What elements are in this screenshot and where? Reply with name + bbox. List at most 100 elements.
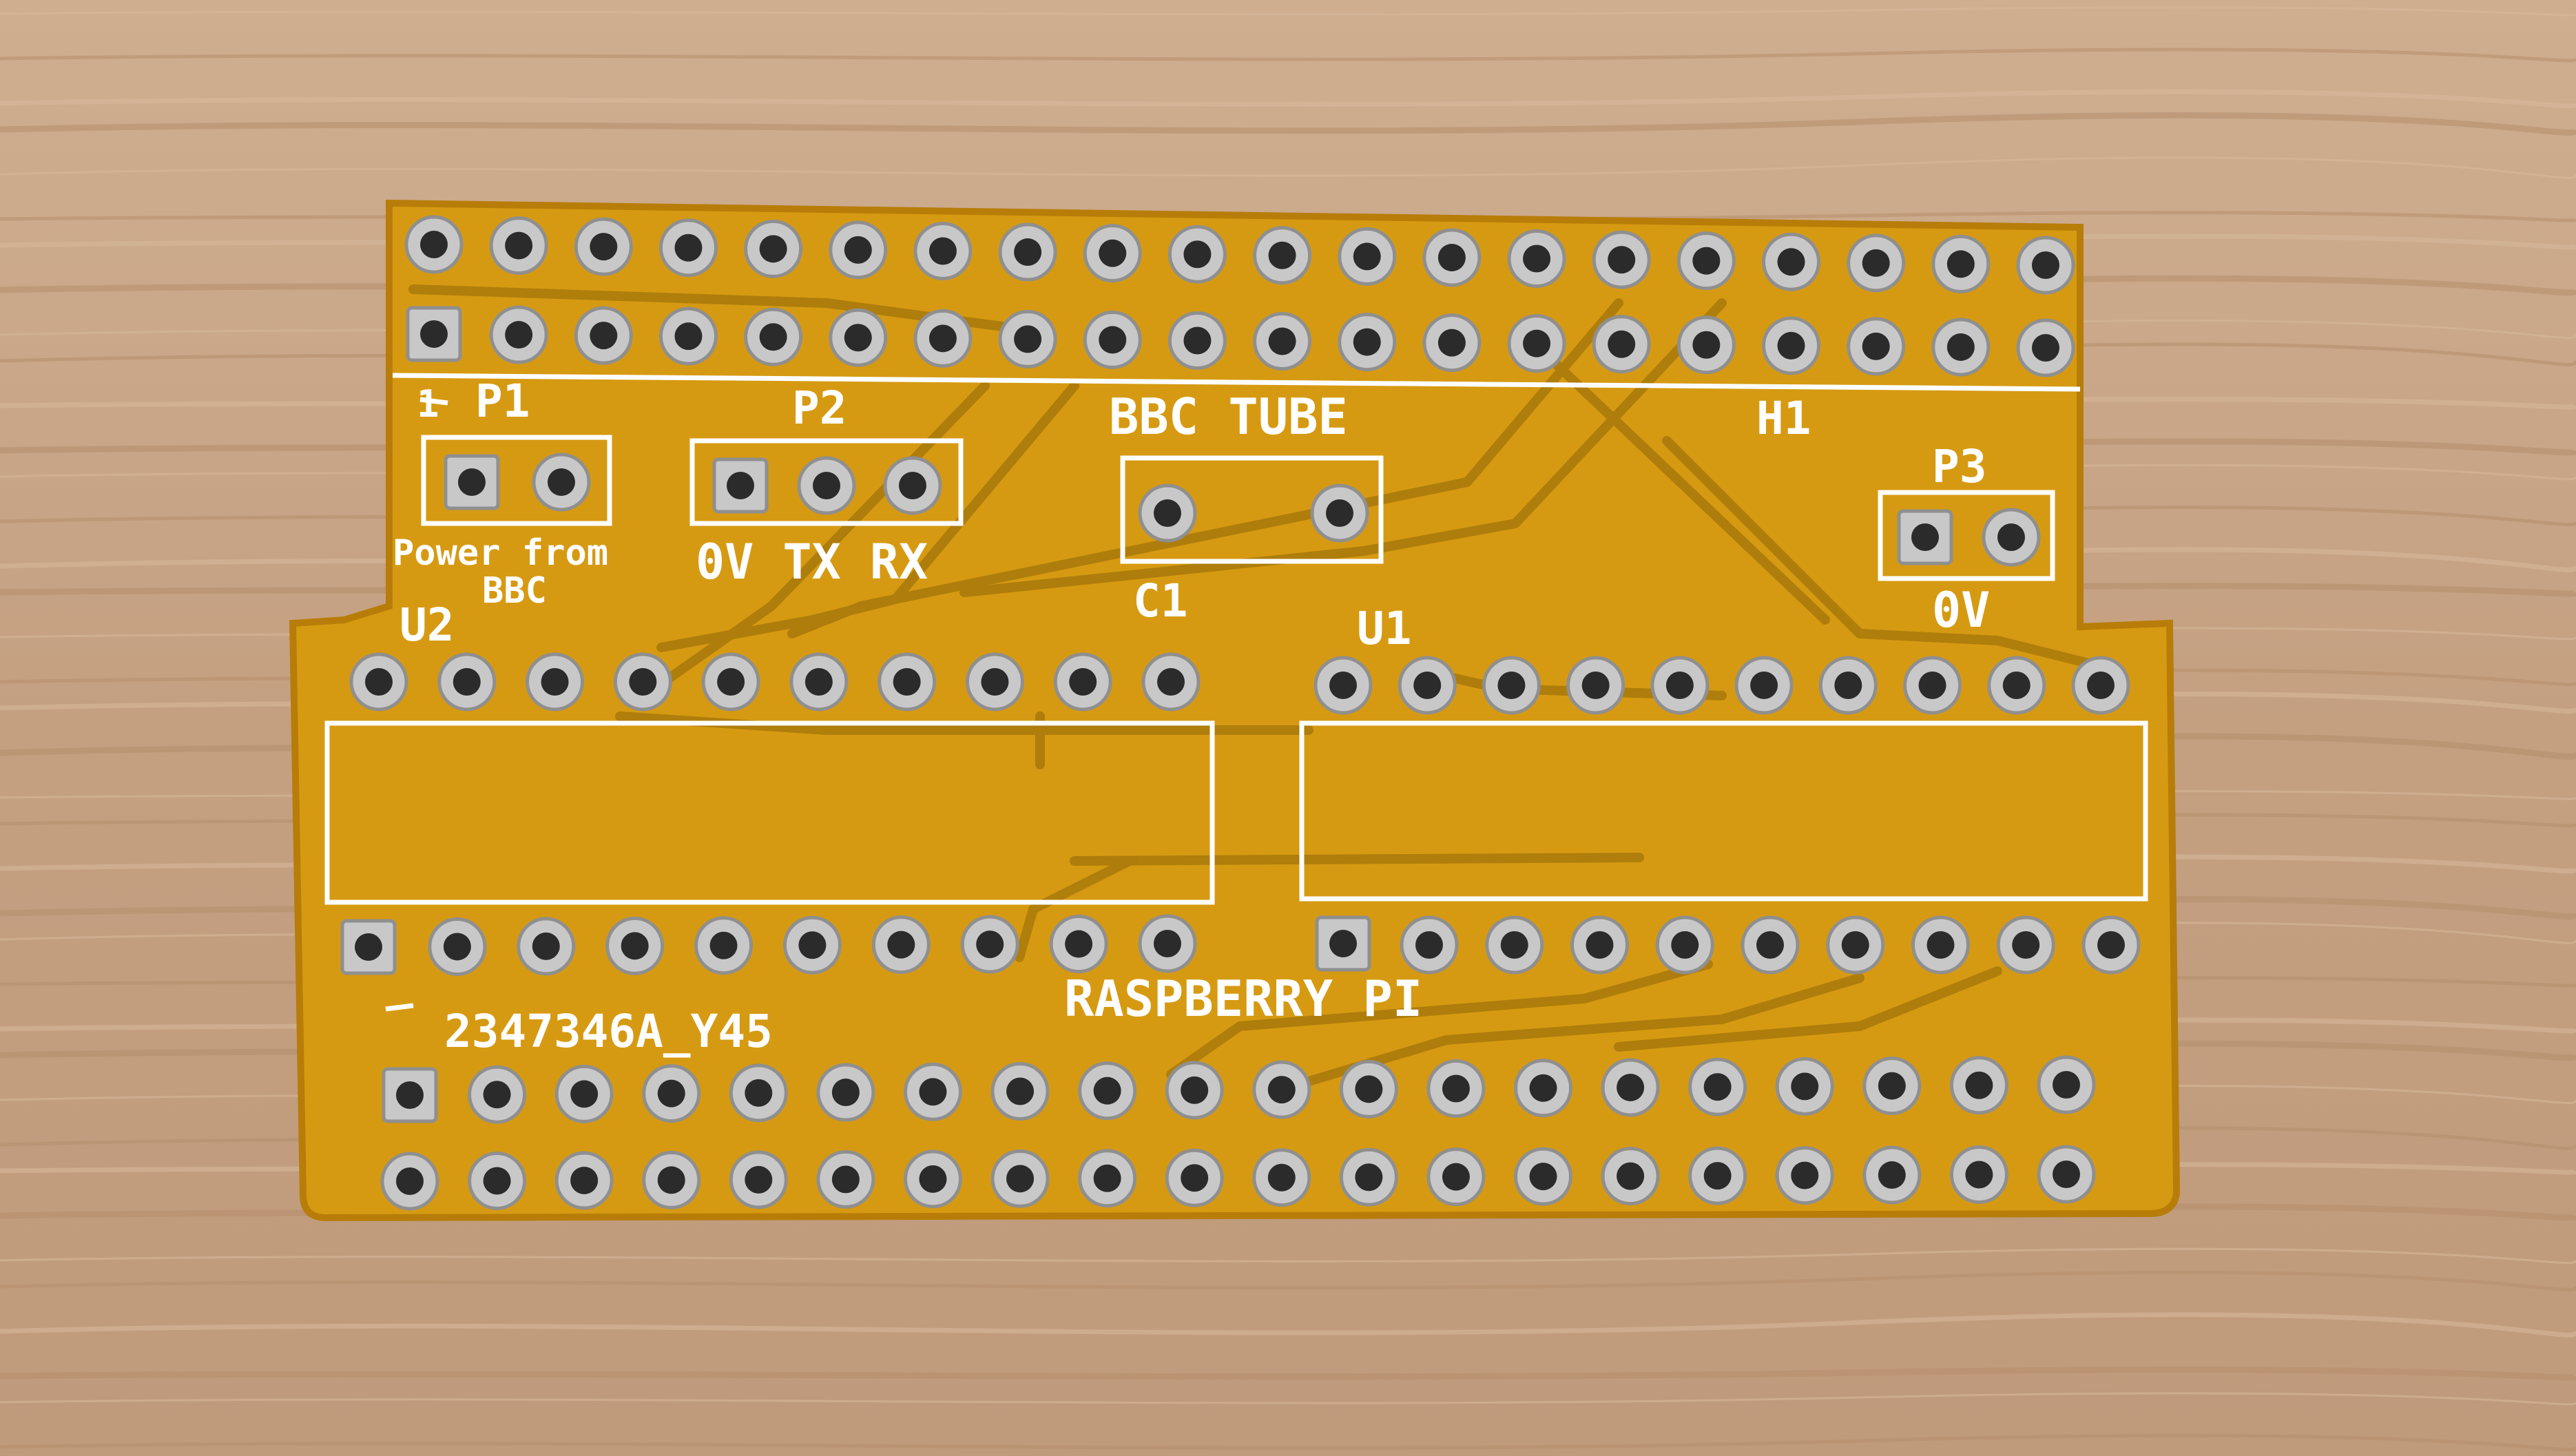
- drill-hole: [1756, 931, 1784, 959]
- drill-hole: [483, 1081, 511, 1109]
- silkscreen-outlines: [324, 373, 2148, 1012]
- drill-hole: [1965, 1161, 1993, 1189]
- drill-hole: [590, 322, 618, 350]
- drill-hole: [1181, 1164, 1209, 1192]
- drill-hole: [443, 933, 471, 961]
- drill-hole: [709, 931, 738, 959]
- drill-hole: [1093, 1077, 1121, 1105]
- drill-hole: [831, 1165, 860, 1194]
- drill-hole: [1329, 930, 1357, 957]
- drill-hole: [887, 930, 915, 959]
- drill-hole: [2032, 334, 2059, 362]
- drill-hole: [2002, 672, 2030, 699]
- drill-hole: [1268, 241, 1296, 269]
- wood-grain-line: [0, 1392, 2576, 1406]
- label-power-from: Power from: [393, 532, 608, 574]
- drill-hole: [831, 1079, 860, 1107]
- label-raspberry-pi: RASPBERRY PI: [1064, 970, 1422, 1028]
- drill-hole: [1065, 930, 1093, 958]
- drill-hole: [420, 320, 448, 348]
- drill-hole: [1529, 1074, 1557, 1102]
- drill-hole: [1442, 1074, 1470, 1103]
- drill-hole: [458, 468, 486, 496]
- drill-hole: [1353, 328, 1381, 356]
- wood-grain-line: [0, 48, 2576, 63]
- drill-hole: [1777, 331, 1805, 360]
- wood-grain-line: [0, 1312, 2576, 1338]
- drill-hole: [1671, 931, 1699, 959]
- drill-hole: [928, 237, 957, 265]
- label-u2: U2: [399, 599, 454, 652]
- label-p2-pins: 0V TX RX: [696, 534, 928, 590]
- drill-hole: [1183, 326, 1212, 355]
- drill-hole: [1442, 1163, 1470, 1191]
- label-p3: P3: [1932, 440, 1986, 493]
- drill-hole: [1523, 245, 1551, 273]
- drill-hole: [1665, 672, 1694, 699]
- drill-hole: [1353, 242, 1381, 271]
- drill-hole: [1523, 329, 1551, 357]
- drill-hole: [2053, 1071, 2080, 1099]
- drill-hole: [1006, 1077, 1035, 1105]
- drill-hole: [1692, 247, 1721, 275]
- drill-hole: [1326, 499, 1353, 527]
- drill-hole: [1965, 1071, 1993, 1099]
- wood-grain-line: [0, 1247, 2576, 1265]
- drill-hole: [1750, 672, 1778, 699]
- label-p1: P1: [475, 375, 530, 428]
- drill-hole: [629, 668, 657, 696]
- label-h1: H1: [1756, 392, 1811, 445]
- drill-hole: [745, 1079, 773, 1107]
- drill-hole: [1777, 248, 1805, 276]
- label-bbc: BBC: [482, 570, 547, 612]
- drill-hole: [396, 1167, 424, 1195]
- drill-hole: [981, 668, 1009, 696]
- drill-hole: [1834, 672, 1862, 699]
- drill-hole: [355, 933, 382, 961]
- drill-hole: [1703, 1073, 1732, 1101]
- solder-pads: [340, 215, 2141, 1211]
- drill-hole: [570, 1080, 599, 1108]
- drill-hole: [1157, 668, 1185, 696]
- drill-hole: [541, 668, 569, 696]
- drill-hole: [1437, 243, 1466, 271]
- drill-hole: [1926, 931, 1955, 959]
- drill-hole: [1911, 523, 1939, 551]
- drill-hole: [1093, 1164, 1121, 1192]
- drill-hole: [1181, 1076, 1209, 1104]
- wood-grain-line: [0, 112, 2576, 136]
- drill-hole: [813, 472, 840, 499]
- label-u1: U1: [1357, 602, 1411, 655]
- wood-grain-line: [0, 1366, 2576, 1381]
- drill-hole: [570, 1166, 599, 1194]
- label-p3-0v: 0V: [1932, 582, 1990, 638]
- drill-hole: [1069, 668, 1097, 696]
- drill-hole: [928, 324, 957, 353]
- drill-hole: [1154, 499, 1181, 527]
- copper-traces: [408, 284, 2112, 1086]
- drill-hole: [1946, 333, 1975, 361]
- drill-hole: [798, 931, 827, 959]
- drill-hole: [1415, 931, 1443, 959]
- drill-hole: [1617, 1073, 1645, 1101]
- drill-hole: [621, 932, 649, 960]
- drill-hole: [1581, 672, 1610, 699]
- label-board-code: 2347346A_Y45: [444, 1005, 773, 1058]
- drill-hole: [1617, 1162, 1645, 1190]
- drill-hole: [1014, 325, 1042, 353]
- drill-hole: [1997, 523, 2025, 551]
- label-bbc-tube: BBC TUBE: [1109, 388, 1348, 446]
- drill-hole: [396, 1081, 424, 1109]
- drill-hole: [759, 235, 787, 263]
- drill-hole: [1791, 1161, 1819, 1189]
- drill-hole: [844, 236, 872, 264]
- label-p2: P2: [792, 382, 846, 435]
- drill-hole: [1154, 930, 1181, 957]
- wood-grain-line: [0, 156, 2576, 179]
- drill-hole: [893, 668, 921, 696]
- drill-hole: [1413, 672, 1442, 699]
- drill-hole: [1006, 1165, 1035, 1193]
- drill-hole: [365, 668, 393, 696]
- label-c1: C1: [1133, 574, 1187, 627]
